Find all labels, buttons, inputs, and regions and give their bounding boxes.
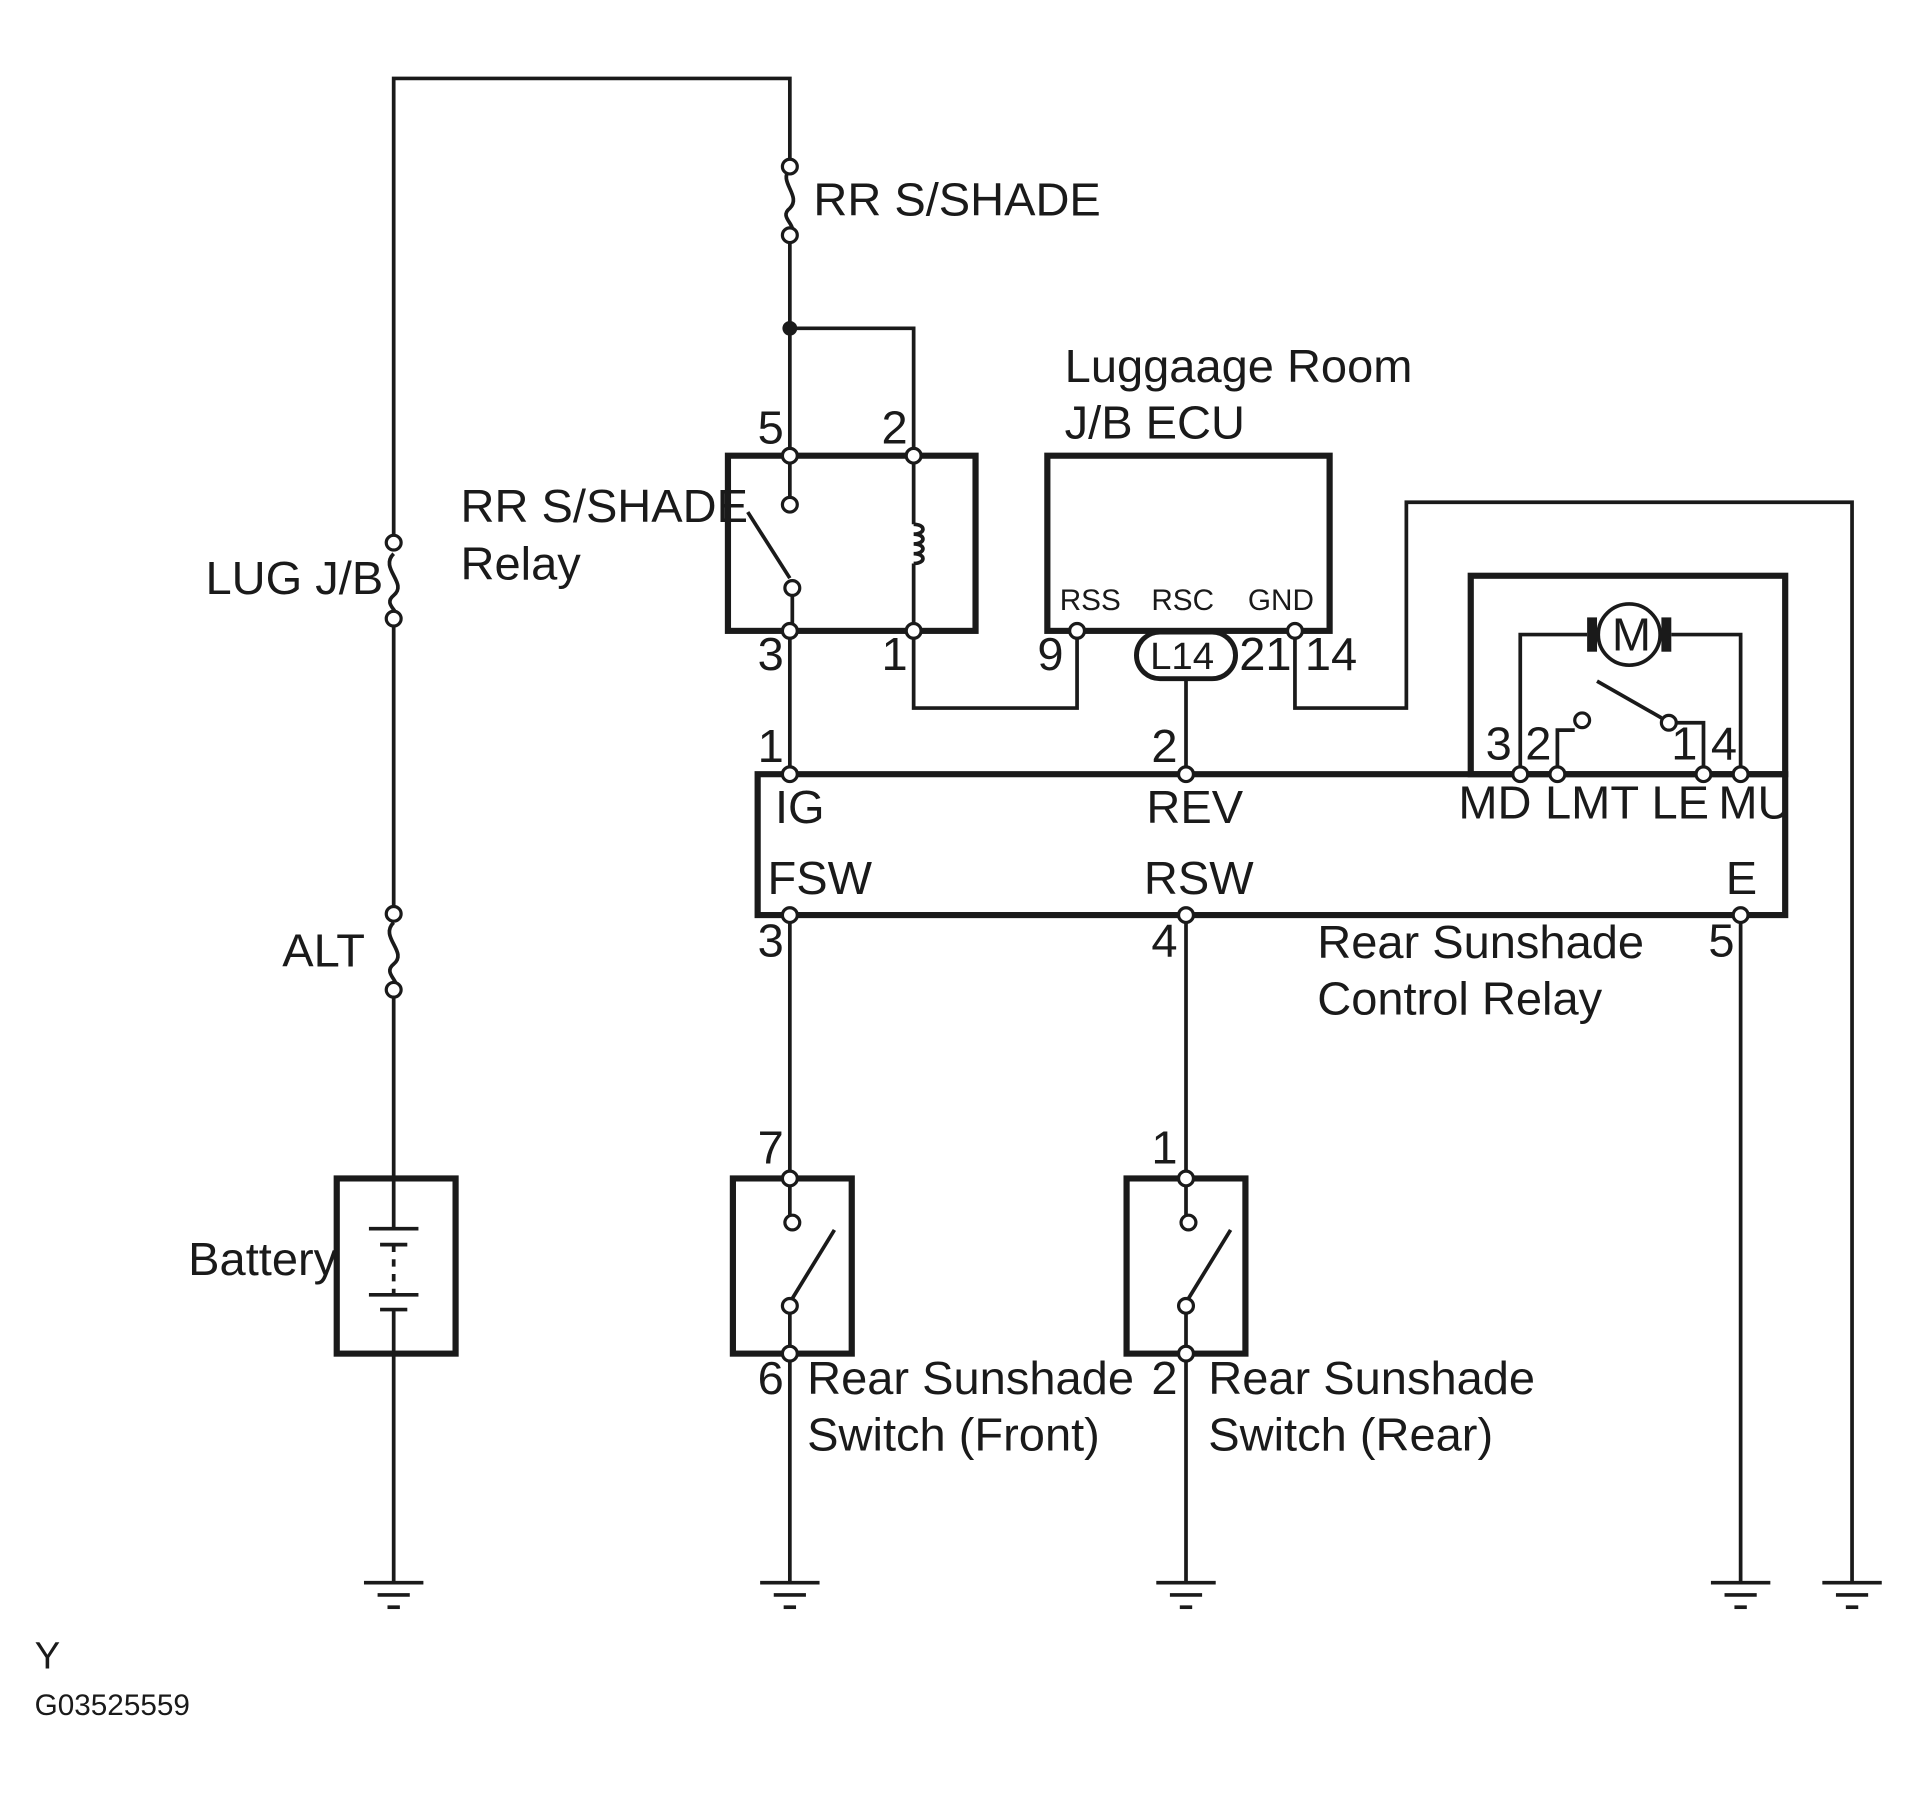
connector-l14-label: L14 <box>1150 635 1214 678</box>
relay-label-line1: RR S/SHADE <box>461 480 748 532</box>
battery: Battery <box>188 1175 459 1357</box>
ecu-label-line2: J/B ECU <box>1065 397 1245 449</box>
junction-dot <box>782 320 798 336</box>
switch-rear-pin-2: 2 <box>1151 1352 1177 1404</box>
switch-rear-pin-1: 1 <box>1151 1122 1177 1174</box>
ground-battery <box>363 1580 424 1610</box>
footer-code: G03525559 <box>35 1689 190 1722</box>
control-pin-4: 4 <box>1151 915 1177 967</box>
control-pin-1: 1 <box>758 720 784 772</box>
switch-front-label-line1: Rear Sunshade <box>807 1352 1134 1404</box>
fuse-lug-label: LUG J/B <box>206 552 384 604</box>
switch-front-pin-6: 6 <box>758 1352 784 1404</box>
ground-switch-front <box>760 1580 820 1610</box>
term-e: E <box>1726 852 1757 904</box>
relay-pin-2: 2 <box>881 402 907 454</box>
switch-front-label-line2: Switch (Front) <box>807 1409 1100 1461</box>
motor-pin-3: 3 <box>1486 718 1512 770</box>
switch-rear-label-line2: Switch (Rear) <box>1208 1409 1493 1461</box>
switch-front-pin-7: 7 <box>758 1122 784 1174</box>
relay-pin-5: 5 <box>758 402 784 454</box>
relay-pin-3: 3 <box>758 628 784 680</box>
footer-letter: Y <box>35 1635 61 1678</box>
relay-label-line2: Relay <box>461 538 582 590</box>
ecu-term-gnd: GND <box>1248 584 1314 617</box>
term-mu: MU <box>1718 777 1791 829</box>
rr-sshade-relay: 5 2 3 1 RR S/SHADE Relay <box>461 402 979 680</box>
fuse-alt: ALT <box>282 904 403 999</box>
ecu-pin-9: 9 <box>1037 628 1063 680</box>
motor-pin-4: 4 <box>1711 718 1737 770</box>
wires <box>391 76 1854 1583</box>
term-rsw: RSW <box>1144 852 1254 904</box>
switch-rear-label-line1: Rear Sunshade <box>1208 1352 1535 1404</box>
control-label-line2: Control Relay <box>1317 973 1603 1025</box>
connector-l14 <box>1134 629 1239 682</box>
ecu-term-rss: RSS <box>1060 584 1121 617</box>
rear-sunshade-switch-front: 7 6 Rear Sunshade Switch (Front) <box>729 1122 1134 1461</box>
control-pin-5: 5 <box>1708 915 1734 967</box>
motor-symbol <box>1596 602 1663 668</box>
control-pin-2: 2 <box>1151 720 1177 772</box>
ecu-pin-14: 14 <box>1305 628 1357 680</box>
ground-switch-rear <box>1156 1580 1216 1610</box>
term-md: MD <box>1458 777 1531 829</box>
rear-sunshade-switch-rear: 1 2 Rear Sunshade Switch (Rear) <box>1123 1122 1535 1461</box>
term-fsw: FSW <box>768 852 872 904</box>
motor-pin-2: 2 <box>1525 718 1551 770</box>
term-le: LE <box>1651 777 1709 829</box>
motor-pin-1: 1 <box>1671 718 1697 770</box>
ground-ecu <box>1822 1580 1882 1610</box>
relay-pin-1: 1 <box>881 628 907 680</box>
control-pin-3: 3 <box>758 915 784 967</box>
control-label-line1: Rear Sunshade <box>1317 916 1644 968</box>
ecu-term-rsc: RSC <box>1151 584 1214 617</box>
term-rev: REV <box>1146 781 1243 833</box>
battery-label: Battery <box>188 1233 338 1285</box>
fuse-rr-sshade: RR S/SHADE <box>780 157 1101 245</box>
ecu-pin-21: 21 <box>1239 628 1291 680</box>
rear-sunshade-control-relay: M 1 2 3 2 1 4 3 4 5 <box>754 572 1791 1025</box>
fuse-rr-label: RR S/SHADE <box>813 174 1100 226</box>
ecu-label-line1: Luggaage Room <box>1065 340 1413 392</box>
motor-label: M <box>1612 609 1651 661</box>
term-ig: IG <box>775 781 825 833</box>
fuse-alt-label: ALT <box>282 925 365 977</box>
fuse-lug-jb: LUG J/B <box>206 533 403 628</box>
ground-control-relay <box>1710 1580 1771 1610</box>
term-lmt: LMT <box>1545 777 1639 829</box>
luggage-room-jb-ecu: Luggaage Room J/B ECU RSS RSC GND 9 L14 … <box>1037 340 1413 682</box>
